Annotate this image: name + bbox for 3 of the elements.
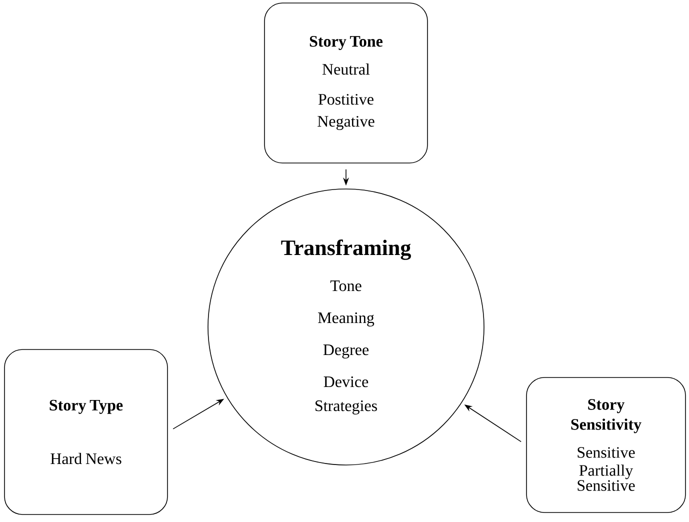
category-box: Story Type Hard News — [4, 349, 168, 515]
category-box: Story Tone Neutral Postitive Negative — [264, 2, 428, 164]
category-box: Story Sensitivity Sensitive Partially Sensitive — [526, 377, 686, 513]
